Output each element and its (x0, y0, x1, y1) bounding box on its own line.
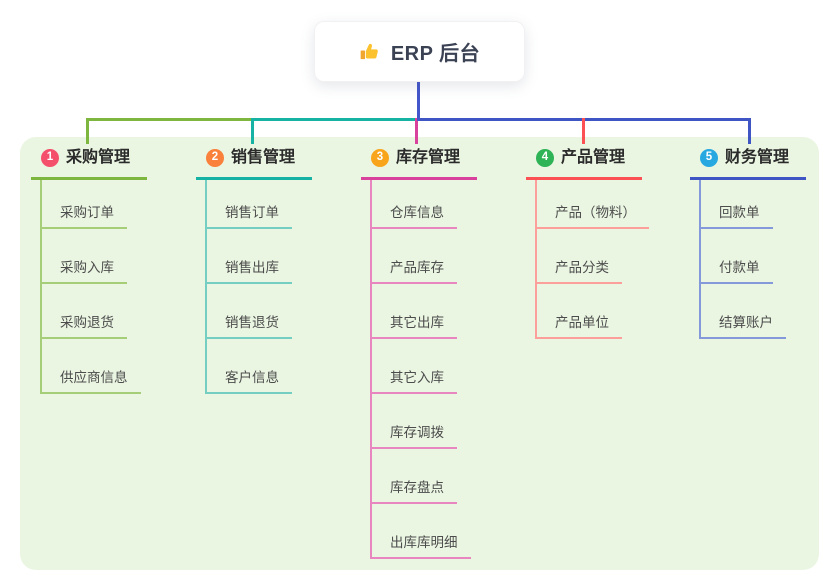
branch-number-badge: 4 (536, 149, 554, 167)
node-label: 其它出库 (390, 315, 444, 330)
branch-children: 采购订单采购入库采购退货供应商信息 (40, 180, 141, 394)
mindmap-panel (20, 137, 819, 570)
connector-root-drop (417, 82, 420, 121)
node-label: 结算账户 (719, 315, 773, 330)
branch-children: 销售订单销售出库销售退货客户信息 (205, 180, 292, 394)
branch-label: 库存管理 (396, 149, 461, 166)
node-label: 产品分类 (555, 260, 609, 275)
node-label: 出库库明细 (390, 535, 458, 550)
node-label: 采购入库 (60, 260, 114, 275)
branch-number-badge: 3 (371, 149, 389, 167)
branch-sales: 2 销售管理 销售订单销售出库销售退货客户信息 (196, 147, 312, 394)
node-label: 采购退货 (60, 315, 114, 330)
node-item[interactable]: 采购订单 (42, 180, 127, 229)
node-item[interactable]: 客户信息 (207, 339, 292, 394)
node-item[interactable]: 产品库存 (372, 229, 457, 284)
thumbs-up-icon (359, 41, 381, 63)
branch-header-sales[interactable]: 2 销售管理 (196, 147, 312, 180)
branch-inventory: 3 库存管理 仓库信息产品库存其它出库其它入库库存调拨库存盘点出库库明细 (361, 147, 477, 559)
branch-finance: 5 财务管理 回款单付款单结算账户 (690, 147, 806, 339)
node-item[interactable]: 采购入库 (42, 229, 127, 284)
node-label: 仓库信息 (390, 205, 444, 220)
branch-header-inventory[interactable]: 3 库存管理 (361, 147, 477, 180)
node-item[interactable]: 库存盘点 (372, 449, 457, 504)
connector-drop-branch-2 (251, 118, 254, 144)
connector-bus-segment-1 (86, 118, 252, 121)
node-item[interactable]: 产品分类 (537, 229, 622, 284)
connector-drop-branch-1 (86, 118, 89, 144)
root-node[interactable]: ERP 后台 (314, 21, 525, 82)
branch-header-purchase[interactable]: 1 采购管理 (31, 147, 147, 180)
node-item[interactable]: 其它出库 (372, 284, 457, 339)
branch-header-product[interactable]: 4 产品管理 (526, 147, 642, 180)
branch-label: 销售管理 (231, 149, 296, 166)
branch-number-badge: 2 (206, 149, 224, 167)
node-label: 销售订单 (225, 205, 279, 220)
node-label: 销售出库 (225, 260, 279, 275)
node-item[interactable]: 库存调拨 (372, 394, 457, 449)
branch-header-finance[interactable]: 5 财务管理 (690, 147, 806, 180)
node-label: 销售退货 (225, 315, 279, 330)
node-item[interactable]: 回款单 (701, 180, 773, 229)
branch-children: 产品（物料） 产品分类产品单位 (535, 180, 649, 339)
node-item[interactable]: 出库库明细 (372, 504, 471, 559)
node-item[interactable]: 仓库信息 (372, 180, 457, 229)
branch-purchase: 1 采购管理 采购订单采购入库采购退货供应商信息 (31, 147, 147, 394)
node-item[interactable]: 销售出库 (207, 229, 292, 284)
branch-number-badge: 1 (41, 149, 59, 167)
node-label: 产品单位 (555, 315, 609, 330)
node-item[interactable]: 其它入库 (372, 339, 457, 394)
node-label: 其它入库 (390, 370, 444, 385)
node-item[interactable]: 产品单位 (537, 284, 622, 339)
branch-number-badge: 5 (700, 149, 718, 167)
node-label: 库存盘点 (390, 480, 444, 495)
branch-children: 回款单付款单结算账户 (699, 180, 786, 339)
connector-bus-segment-2 (252, 118, 417, 121)
node-label: 库存调拨 (390, 425, 444, 440)
node-item[interactable]: 采购退货 (42, 284, 127, 339)
branch-label: 财务管理 (725, 149, 790, 166)
node-label: 供应商信息 (60, 370, 128, 385)
connector-drop-branch-5 (748, 118, 751, 144)
root-node-title: ERP 后台 (390, 43, 481, 65)
branch-product: 4 产品管理 产品（物料） 产品分类产品单位 (526, 147, 649, 339)
branch-children: 仓库信息产品库存其它出库其它入库库存调拨库存盘点出库库明细 (370, 180, 471, 559)
branch-label: 采购管理 (66, 149, 131, 166)
node-label: 客户信息 (225, 370, 279, 385)
node-label: 回款单 (719, 205, 760, 220)
node-label: 采购订单 (60, 205, 114, 220)
node-item[interactable]: 结算账户 (701, 284, 786, 339)
node-label: 产品库存 (390, 260, 444, 275)
node-label: 产品（物料） (555, 205, 636, 220)
connector-drop-branch-3 (415, 118, 418, 144)
node-label: 付款单 (719, 260, 760, 275)
node-item[interactable]: 销售退货 (207, 284, 292, 339)
branch-label: 产品管理 (561, 149, 626, 166)
node-item[interactable]: 产品（物料） (537, 180, 649, 229)
node-item[interactable]: 销售订单 (207, 180, 292, 229)
node-item[interactable]: 供应商信息 (42, 339, 141, 394)
connector-drop-branch-4 (582, 118, 585, 144)
node-item[interactable]: 付款单 (701, 229, 773, 284)
